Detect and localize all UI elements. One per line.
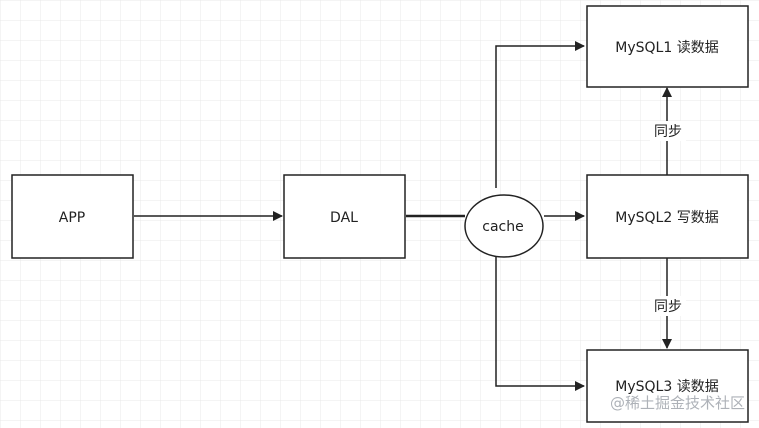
dal-node [283, 174, 406, 259]
mysql3-node-label: MySQL3 读数据 [615, 378, 718, 395]
mysql1-node [586, 5, 749, 88]
mysql1-node-label: MySQL1 读数据 [615, 39, 718, 56]
sync-up-label-bg [650, 121, 686, 141]
app-node [11, 174, 134, 259]
edge-cache-to-mysql1 [495, 41, 585, 188]
sync-up-label: 同步 [654, 124, 682, 140]
dal-node-label: DAL [330, 210, 358, 226]
sync-down-label: 同步 [654, 299, 682, 315]
mysql2-node-label: MySQL2 写数据 [615, 210, 718, 226]
cache-node-label: cache [482, 219, 523, 235]
mysql2-node [586, 174, 749, 259]
mysql3-node [586, 349, 749, 423]
app-node-label: APP [59, 210, 85, 226]
sync-down-label-bg [650, 296, 686, 316]
edge-cache-to-mysql3 [495, 254, 585, 391]
watermark: @稀土掘金技术社区 [610, 394, 745, 412]
cache-node [464, 194, 544, 258]
